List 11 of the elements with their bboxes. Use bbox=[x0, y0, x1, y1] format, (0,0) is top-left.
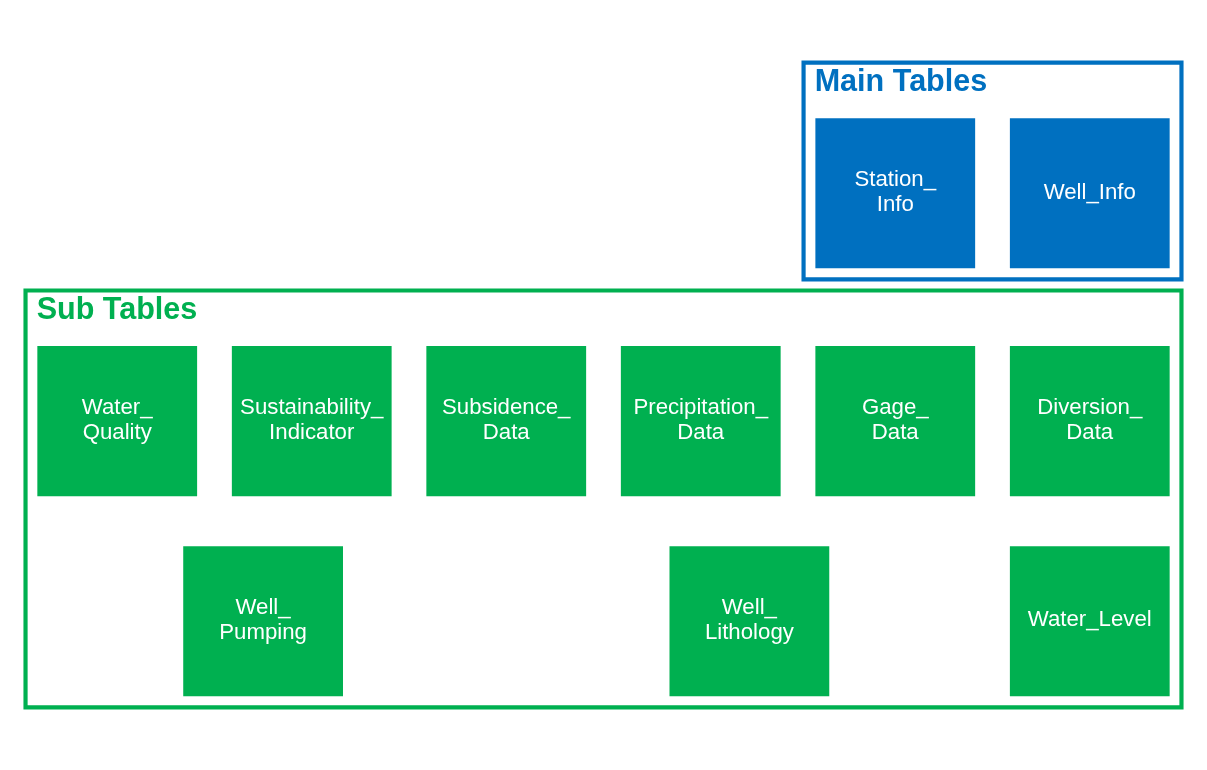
node-box: Well_ Pumping bbox=[183, 546, 343, 697]
node-box: Subsidence_ Data bbox=[426, 346, 587, 497]
node-box: Water_Level bbox=[1009, 546, 1170, 697]
node-box: Well_Info bbox=[1009, 118, 1170, 269]
node-box: Diversion_ Data bbox=[1009, 346, 1170, 497]
node-box: Well_ Lithology bbox=[669, 546, 830, 697]
node-box: Water_ Quality bbox=[37, 346, 198, 497]
node-box: Precipitation_ Data bbox=[620, 346, 781, 497]
node-box: Gage_ Data bbox=[815, 346, 976, 497]
node-box: Sustainability_ Indicator bbox=[231, 346, 392, 497]
node-box: Station_ Info bbox=[815, 118, 976, 269]
